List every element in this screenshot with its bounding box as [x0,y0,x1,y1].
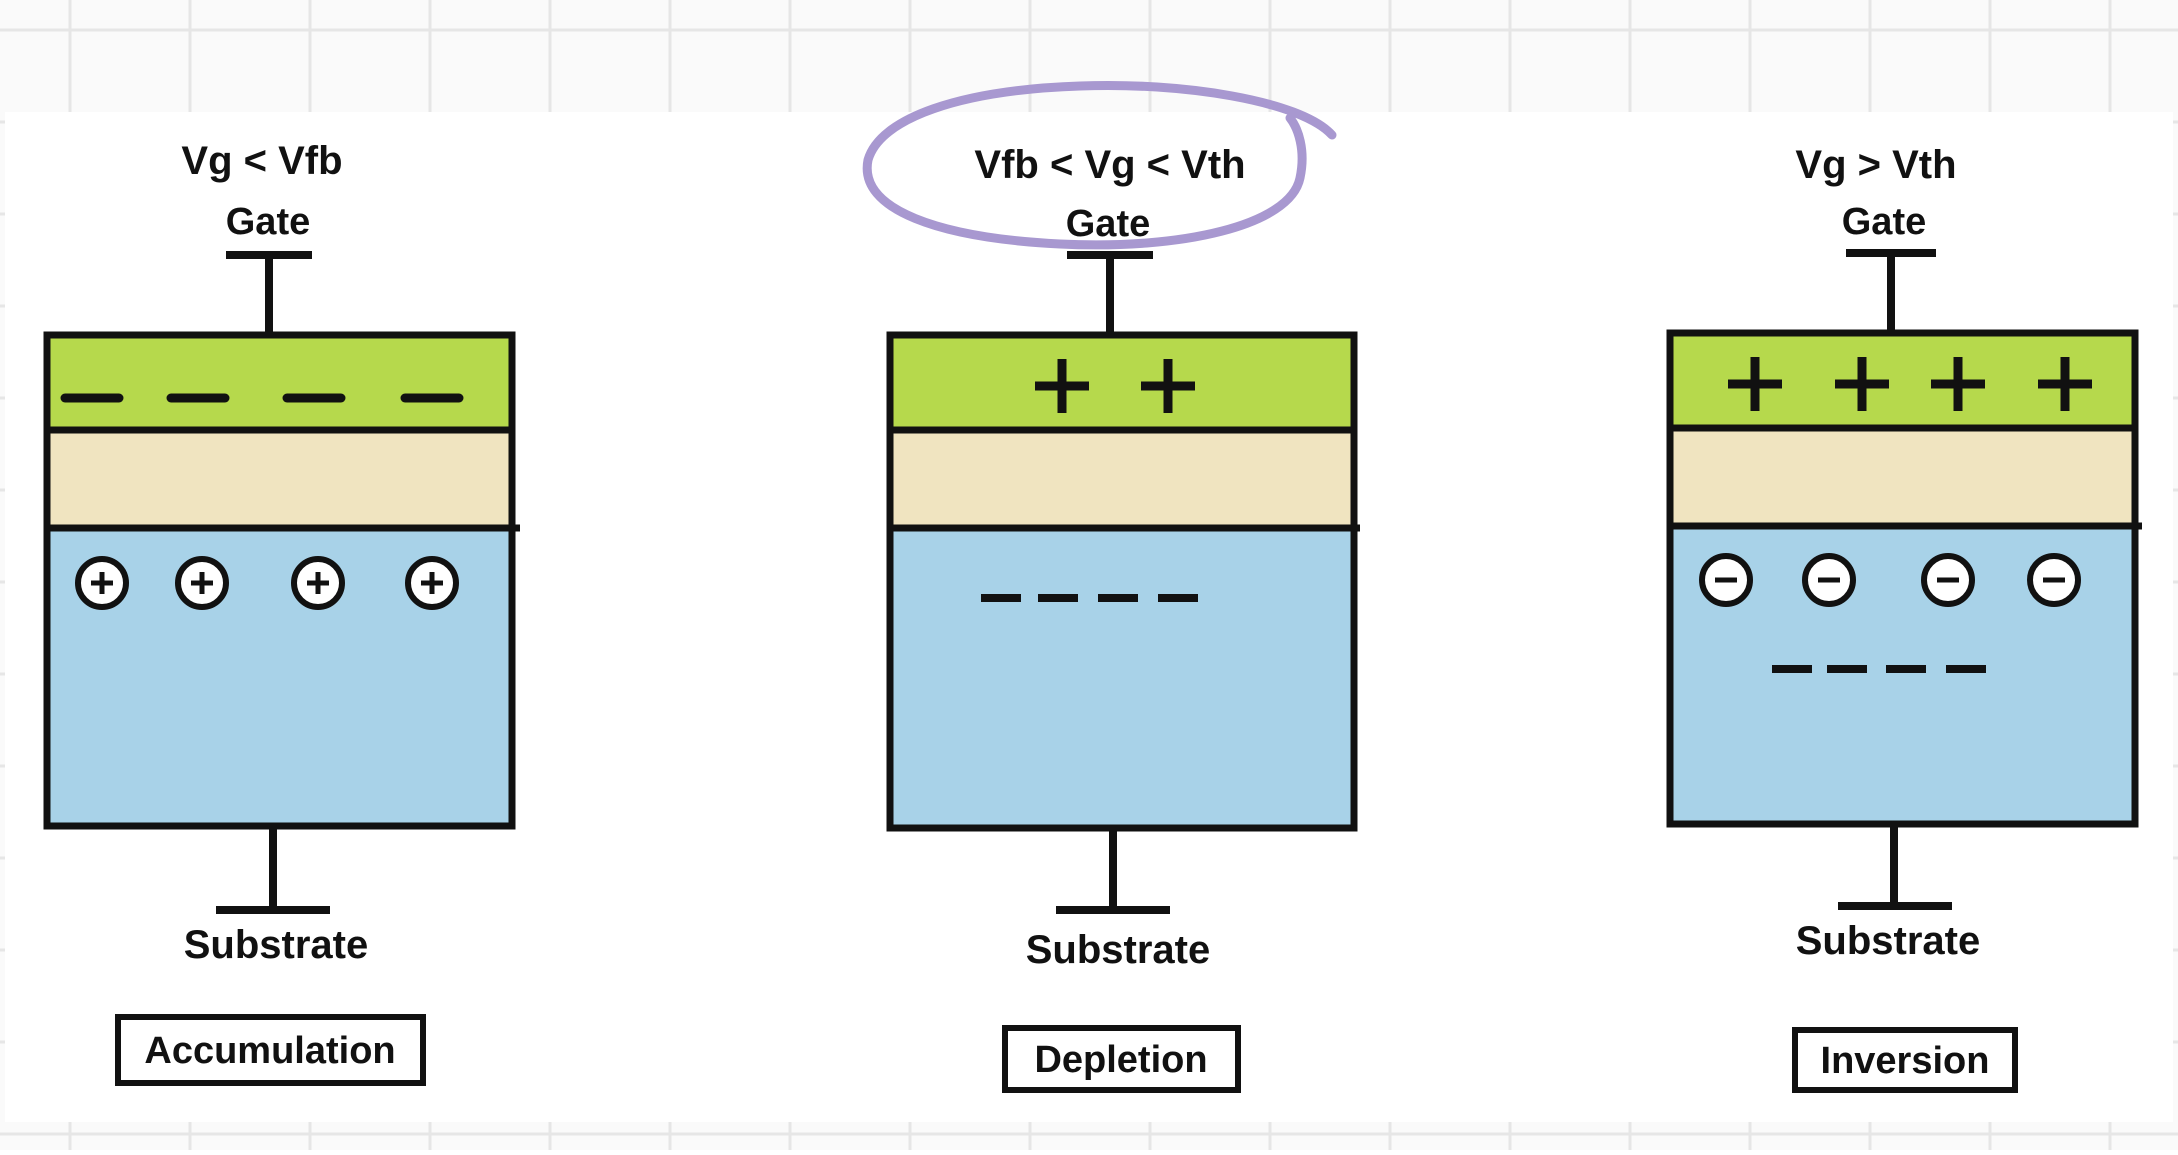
gate-charges [1035,359,1195,413]
gate-label: Gate [226,201,310,243]
gate-terminal [1067,251,1153,335]
electron-carrier [1802,553,1856,607]
substrate-terminal [1056,828,1170,914]
state-label-box [1792,1027,2018,1093]
oxide-layer [890,430,1354,528]
gate-positive-charge [1728,357,1782,411]
gate-positive-charge [1931,357,1985,411]
gate-positive-charge [1141,359,1195,413]
hole-carrier [405,556,459,610]
gate-positive-charge [2038,357,2092,411]
condition-label: Vfb < Vg < Vth [974,143,1245,187]
state-label-box [115,1014,426,1086]
gate-label: Gate [1842,201,1926,243]
substrate-layer [890,528,1354,828]
hole-carrier [175,556,229,610]
state-label: Inversion [1821,1040,1990,1082]
gate-label: Gate [1066,203,1150,245]
electron-carrier [2027,553,2081,607]
gate-charges [1728,357,2092,411]
oxide-layer [1670,428,2135,526]
device-outline [886,331,1358,832]
oxide-layer [47,430,512,528]
electron-carrier [1921,553,1975,607]
substrate-label: Substrate [1026,928,1211,972]
device-outline [43,331,516,830]
gate-positive-charge [1035,359,1089,413]
panel-accumulation: Vg < Vfb Gate Substrate Accumulation [43,139,520,1086]
substrate-terminal [1838,824,1952,910]
gate-terminal [1846,249,1936,333]
state-label: Depletion [1034,1039,1207,1081]
condition-label: Vg < Vfb [181,139,342,183]
gate-positive-charge [1835,357,1889,411]
gate-metal-layer [47,335,512,430]
hole-carrier [75,556,129,610]
highlight-annotation-circle [862,80,1337,250]
gate-metal-layer [890,335,1354,430]
hole-carrier [291,556,345,610]
substrate-carriers [75,556,459,610]
state-label-box [1002,1025,1241,1093]
state-label: Accumulation [144,1030,395,1072]
device-outline [1666,329,2139,828]
gate-terminal [226,251,312,335]
substrate-terminal [216,826,330,914]
substrate-carriers [1699,553,2081,607]
panel-inversion: Vg > Vth Gate Substrate Inversion [1666,143,2142,1093]
substrate-label: Substrate [184,923,369,967]
electron-carrier [1699,553,1753,607]
panel-depletion: Vfb < Vg < Vth Gate Substrate Depletion [862,80,1360,1093]
condition-label: Vg > Vth [1795,143,1956,187]
substrate-label: Substrate [1796,919,1981,963]
